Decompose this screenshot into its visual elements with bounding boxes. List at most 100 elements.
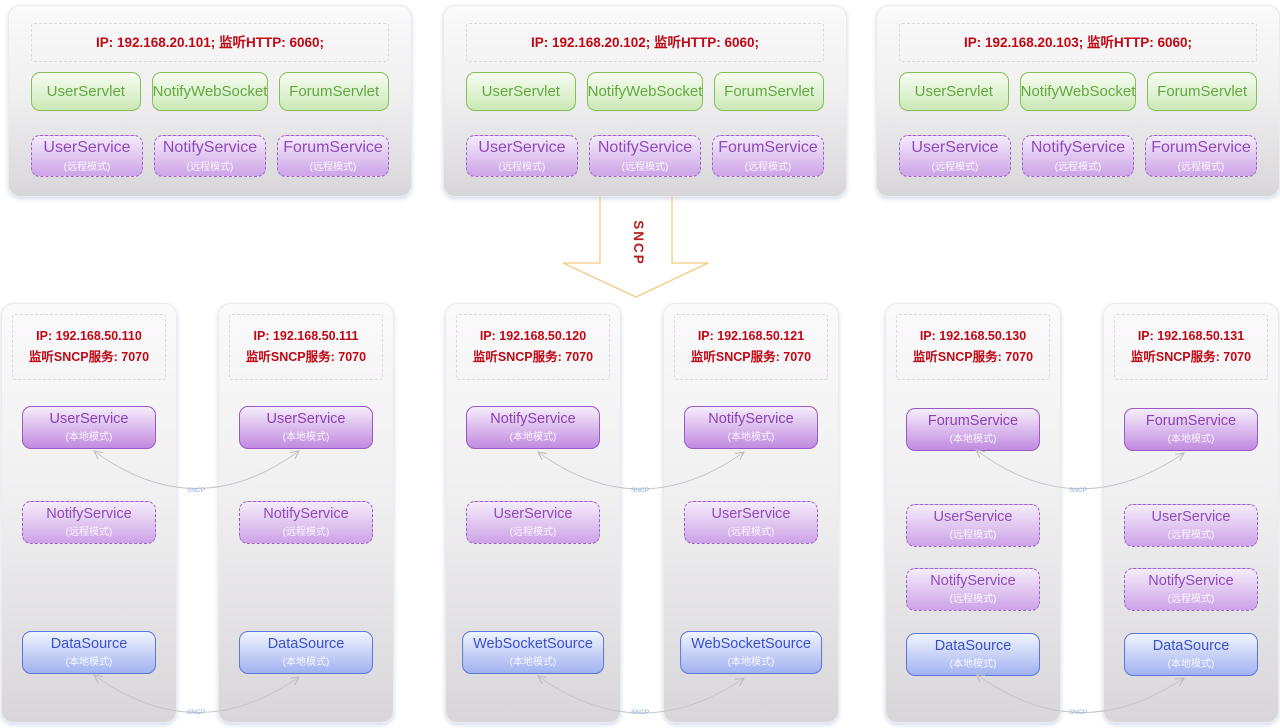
service-name: NotifyService bbox=[263, 506, 349, 522]
service-mode: (远程模式) bbox=[498, 162, 546, 173]
remote-service-row: UserService (远程模式) NotifyService (远程模式) … bbox=[9, 135, 411, 177]
service-name: DataSource bbox=[267, 636, 345, 652]
service-name: NotifyService bbox=[162, 139, 258, 156]
remote-service-box: UserService (远程模式) bbox=[31, 135, 143, 177]
sncp-node-131: IP: 192.168.50.131 监听SNCP服务: 7070 ForumS… bbox=[1103, 303, 1279, 723]
service-name: UserService bbox=[49, 411, 129, 427]
service-mode: (本地模式) bbox=[282, 432, 330, 443]
service-name: WebSocketSource bbox=[473, 636, 593, 652]
service-box-remote: NotifyService (远程模式) bbox=[239, 501, 373, 544]
service-mode: (本地模式) bbox=[65, 657, 113, 668]
service-mode: (远程模式) bbox=[949, 594, 997, 605]
service-mode: (本地模式) bbox=[727, 432, 775, 443]
remote-service-box: UserService (远程模式) bbox=[466, 135, 578, 177]
node-ip-line: IP: 192.168.50.120 bbox=[479, 329, 587, 343]
service-mode: (本地模式) bbox=[282, 657, 330, 668]
sncp-node-130: IP: 192.168.50.130 监听SNCP服务: 7070 ForumS… bbox=[885, 303, 1061, 723]
datasource-box: DataSource (本地模式) bbox=[22, 631, 156, 674]
service-mode: (本地模式) bbox=[1167, 659, 1215, 670]
ip-label: IP: 192.168.20.101; 监听HTTP: 6060; bbox=[31, 23, 389, 62]
service-name: UserService bbox=[911, 139, 999, 156]
service-name: UserService bbox=[478, 139, 566, 156]
service-box-local: UserService (本地模式) bbox=[22, 406, 156, 449]
service-name: DataSource bbox=[934, 638, 1012, 654]
service-box-remote: NotifyService (远程模式) bbox=[906, 568, 1040, 611]
service-mode: (远程模式) bbox=[949, 530, 997, 541]
websocketsource-box: WebSocketSource (本地模式) bbox=[462, 631, 604, 674]
service-mode: (远程模式) bbox=[1167, 530, 1215, 541]
remote-service-box: ForumService (远程模式) bbox=[712, 135, 824, 177]
servlet-box: ForumServlet bbox=[714, 72, 824, 111]
service-mode: (远程模式) bbox=[509, 527, 557, 538]
datasource-box: DataSource (本地模式) bbox=[239, 631, 373, 674]
service-name: ForumService bbox=[927, 413, 1019, 429]
servlet-row: UserServlet NotifyWebSocket ForumServlet bbox=[444, 72, 846, 111]
service-mode: (远程模式) bbox=[621, 162, 669, 173]
service-name: ForumService bbox=[1151, 139, 1251, 156]
sncp-node-120: IP: 192.168.50.120 监听SNCP服务: 7070 Notify… bbox=[445, 303, 621, 723]
websocketsource-box: WebSocketSource (本地模式) bbox=[680, 631, 822, 674]
service-mode: (远程模式) bbox=[1167, 594, 1215, 605]
service-mode: (远程模式) bbox=[1177, 162, 1225, 173]
service-box-remote: UserService (远程模式) bbox=[466, 501, 600, 544]
remote-service-row: UserService (远程模式) NotifyService (远程模式) … bbox=[444, 135, 846, 177]
service-name: UserService bbox=[493, 506, 573, 522]
service-mode: (远程模式) bbox=[65, 527, 113, 538]
node-ip-label: IP: 192.168.50.130 监听SNCP服务: 7070 bbox=[896, 314, 1050, 380]
service-mode: (本地模式) bbox=[1167, 434, 1215, 445]
node-port-line: 监听SNCP服务: 7070 bbox=[690, 350, 812, 364]
service-name: WebSocketSource bbox=[691, 636, 811, 652]
sncp-link-label: SNCP bbox=[187, 487, 205, 494]
servlet-box: ForumServlet bbox=[1147, 72, 1257, 111]
service-box-remote: UserService (远程模式) bbox=[906, 504, 1040, 547]
sncp-link-label: SNCP bbox=[187, 709, 205, 716]
service-name: UserService bbox=[266, 411, 346, 427]
service-name: ForumService bbox=[1145, 413, 1237, 429]
service-mode: (本地模式) bbox=[509, 432, 557, 443]
ip-label: IP: 192.168.20.103; 监听HTTP: 6060; bbox=[899, 23, 1257, 62]
service-mode: (本地模式) bbox=[65, 432, 113, 443]
servlet-box: ForumServlet bbox=[279, 72, 389, 111]
service-name: UserService bbox=[933, 509, 1013, 525]
sncp-link-label: SNCP bbox=[1069, 487, 1087, 494]
service-name: DataSource bbox=[50, 636, 128, 652]
node-port-line: 监听SNCP服务: 7070 bbox=[912, 350, 1034, 364]
sncp-link-label: SNCP bbox=[1069, 709, 1087, 716]
service-box-local: NotifyService (本地模式) bbox=[466, 406, 600, 449]
service-box-local: ForumService (本地模式) bbox=[1124, 408, 1258, 451]
node-ip-line: IP: 192.168.50.110 bbox=[36, 329, 142, 343]
node-ip-label: IP: 192.168.50.120 监听SNCP服务: 7070 bbox=[456, 314, 610, 380]
sncp-node-111: IP: 192.168.50.111 监听SNCP服务: 7070 UserSe… bbox=[218, 303, 394, 723]
service-box-local: NotifyService (本地模式) bbox=[684, 406, 818, 449]
node-port-line: 监听SNCP服务: 7070 bbox=[245, 350, 367, 364]
service-box-local: UserService (本地模式) bbox=[239, 406, 373, 449]
service-box-remote: UserService (远程模式) bbox=[684, 501, 818, 544]
node-ip-line: IP: 192.168.50.111 bbox=[253, 329, 359, 343]
service-box-remote: NotifyService (远程模式) bbox=[1124, 568, 1258, 611]
servlet-box: UserServlet bbox=[31, 72, 141, 111]
service-name: ForumService bbox=[718, 139, 818, 156]
remote-service-box: NotifyService (远程模式) bbox=[1022, 135, 1134, 177]
service-mode: (远程模式) bbox=[931, 162, 979, 173]
service-box-remote: NotifyService (远程模式) bbox=[22, 501, 156, 544]
service-name: NotifyService bbox=[930, 573, 1016, 589]
node-ip-line: IP: 192.168.50.130 bbox=[919, 329, 1027, 343]
service-name: UserService bbox=[1151, 509, 1231, 525]
node-ip-label: IP: 192.168.50.111 监听SNCP服务: 7070 bbox=[229, 314, 383, 380]
sncp-link-label: SNCP bbox=[631, 709, 649, 716]
web-server-box-102: IP: 192.168.20.102; 监听HTTP: 6060; UserSe… bbox=[443, 5, 847, 197]
node-ip-line: IP: 192.168.50.121 bbox=[697, 329, 805, 343]
node-ip-label: IP: 192.168.50.131 监听SNCP服务: 7070 bbox=[1114, 314, 1268, 380]
remote-service-box: UserService (远程模式) bbox=[899, 135, 1011, 177]
service-name: NotifyService bbox=[708, 411, 794, 427]
remote-service-box: ForumService (远程模式) bbox=[277, 135, 389, 177]
service-name: NotifyService bbox=[1030, 139, 1126, 156]
service-box-remote: UserService (远程模式) bbox=[1124, 504, 1258, 547]
service-name: NotifyService bbox=[46, 506, 132, 522]
remote-service-row: UserService (远程模式) NotifyService (远程模式) … bbox=[877, 135, 1279, 177]
node-ip-label: IP: 192.168.50.121 监听SNCP服务: 7070 bbox=[674, 314, 828, 380]
servlet-box: NotifyWebSocket bbox=[151, 72, 269, 111]
service-name: UserService bbox=[43, 139, 131, 156]
web-server-box-101: IP: 192.168.20.101; 监听HTTP: 6060; UserSe… bbox=[8, 5, 412, 197]
